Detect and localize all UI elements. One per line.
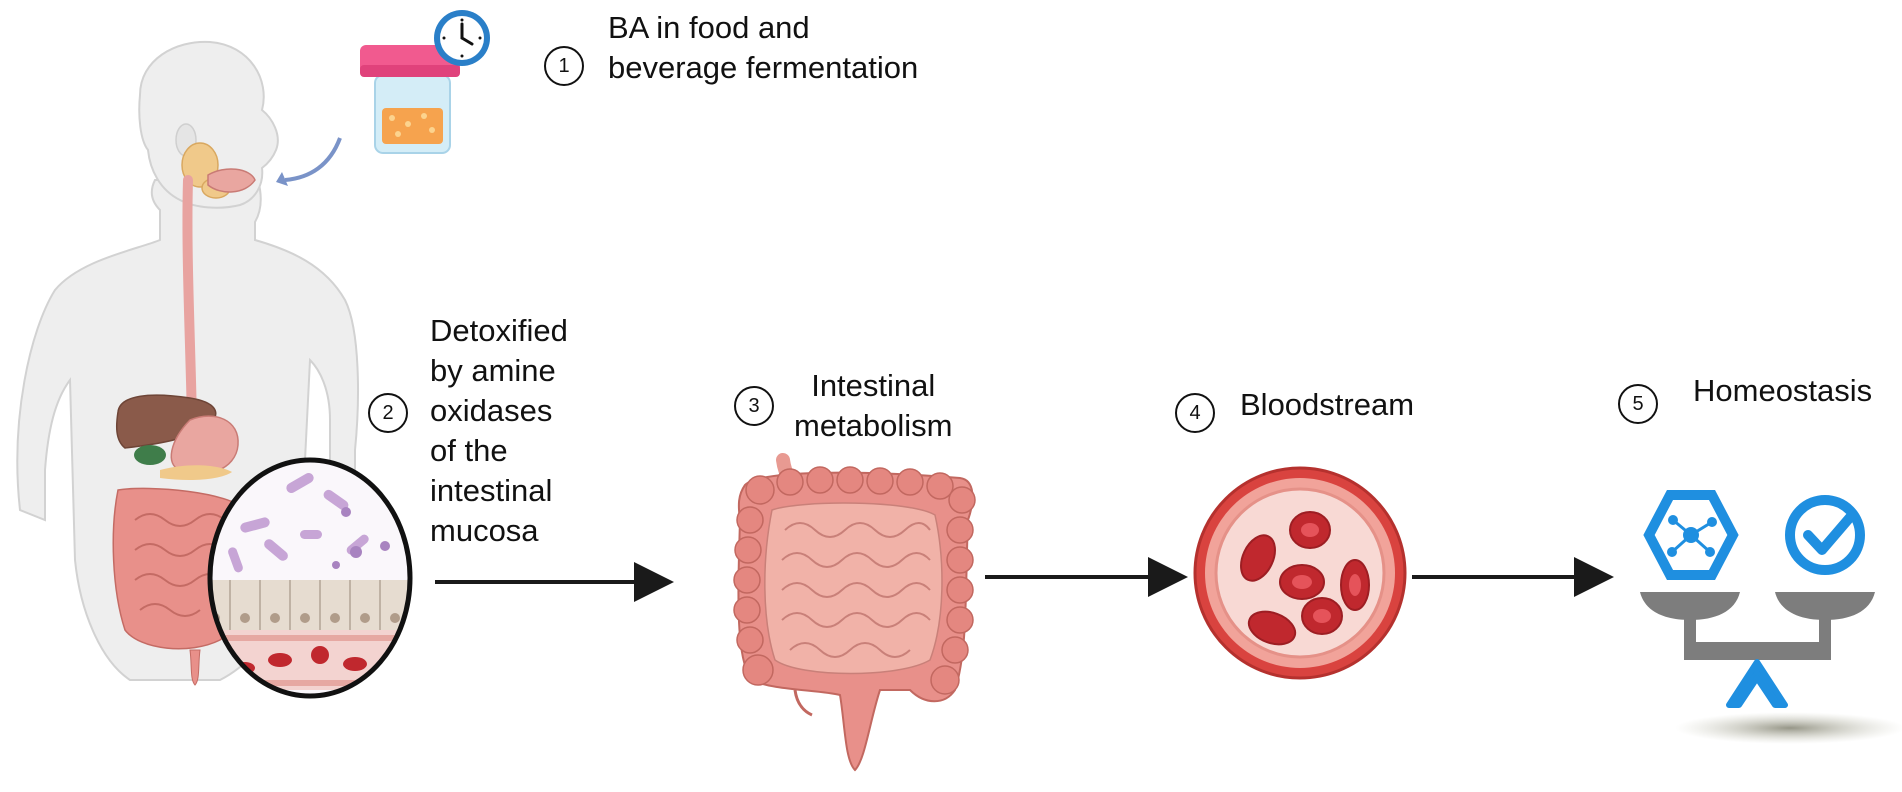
step-5-label: Homeostasis	[1693, 373, 1873, 408]
step-1-label-line: BA in food and	[608, 10, 810, 45]
step-4-badge: 4	[1175, 393, 1215, 433]
balance-scale-icon	[1640, 490, 1902, 744]
step-5-badge: 5	[1618, 384, 1658, 424]
step-3-label-line: metabolism	[794, 408, 953, 443]
step-3-label-line: Intestinal	[811, 368, 936, 403]
intestine-icon	[733, 453, 976, 772]
step-2-label-line: mucosa	[430, 513, 539, 548]
ingestion-arrow	[284, 137, 342, 182]
step-2-label-line: Detoxified	[430, 313, 568, 348]
clock-icon	[434, 10, 490, 66]
step-4-label: Bloodstream	[1240, 387, 1415, 422]
step-2-label: Detoxified by amine oxidases of the inte…	[430, 311, 568, 551]
fermented-food-jar-icon	[360, 45, 460, 154]
blood-vessel-icon	[1193, 466, 1407, 680]
step-3-label: Intestinal metabolism	[794, 366, 953, 446]
step-2-label-line: intestinal	[430, 473, 553, 508]
step-1-label: BA in food and beverage fermentation	[608, 8, 918, 88]
step-2-label-line: oxidases	[430, 393, 553, 428]
step-1-label-line: beverage fermentation	[608, 50, 919, 85]
step-2-label-line: of the	[430, 433, 508, 468]
step-1-badge: 1	[544, 46, 584, 86]
step-2-label-line: by amine	[430, 353, 556, 388]
step-2-badge: 2	[368, 393, 408, 433]
step-3-badge: 3	[734, 386, 774, 426]
ingestion-arrow-head	[276, 172, 288, 186]
